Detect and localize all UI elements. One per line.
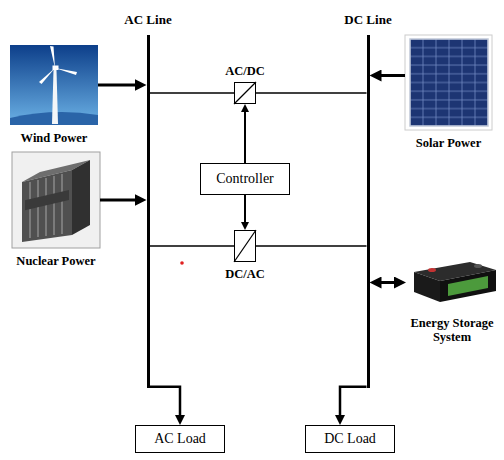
connector [98,84,141,87]
battery-side [414,272,440,302]
wind-turbine-picture [10,45,98,125]
power-source: Solar Power [405,35,492,130]
connector [150,387,181,420]
turbine-nacelle [53,66,59,71]
cabinet-front [22,170,72,242]
connector [256,245,367,247]
converter-diagonal [234,230,256,262]
box-label: AC Load [154,431,206,447]
solar-panel-picture [405,35,492,130]
load-box: AC Load [135,425,225,453]
connector [256,92,367,94]
battery-terminal [474,264,482,268]
picture-frame [408,255,498,310]
battery-picture [408,255,498,310]
turbine-blade [39,68,55,84]
power-source: Nuclear Power [12,152,100,248]
cabinet-rib [61,174,63,234]
bus-line: AC Line [147,35,150,388]
controller-box: Controller [200,163,290,195]
cabinet-panel [25,190,69,210]
converter-label: DC/AC [225,267,265,281]
power-source: Wind Power [10,45,98,125]
nuclear-unit-picture [12,152,100,248]
converter-box: DC/AC [234,230,256,262]
picture-frame [12,152,100,248]
picture-frame [405,35,492,130]
source-label: Nuclear Power [16,254,95,268]
cabinet-side [72,160,90,235]
cabinet-rib [45,178,47,236]
stray-dot [180,261,184,265]
bus-label: DC Line [344,13,391,28]
connector [376,74,406,77]
turbine-tower [52,70,58,124]
connector [340,387,367,420]
cabinet-rib [29,182,31,238]
converter-box: AC/DC [234,82,256,104]
bus-label: AC Line [124,13,171,28]
battery-terminal [428,268,436,272]
storage-unit: Energy Storage System [406,255,498,310]
converter-label: AC/DC [225,64,265,78]
cabinet-rib [53,176,55,235]
sky-background [10,45,98,125]
solar-panel [410,39,488,126]
converter-diagonal [234,82,256,104]
battery-label-band [448,276,488,296]
connector [244,195,246,226]
turbine-blade [50,46,55,68]
source-label: Solar Power [416,136,481,150]
connector [244,108,246,163]
source-label: Energy Storage System [404,316,500,345]
connector [376,281,401,284]
connector [100,199,141,202]
box-label: DC Load [324,431,376,447]
battery-front [440,270,496,302]
connector [150,245,235,247]
connector [150,92,235,94]
source-label: Wind Power [21,131,88,145]
box-label: Controller [216,171,274,187]
bus-line: DC Line [367,35,370,388]
load-box: DC Load [305,425,395,453]
cabinet-rib [37,180,39,237]
